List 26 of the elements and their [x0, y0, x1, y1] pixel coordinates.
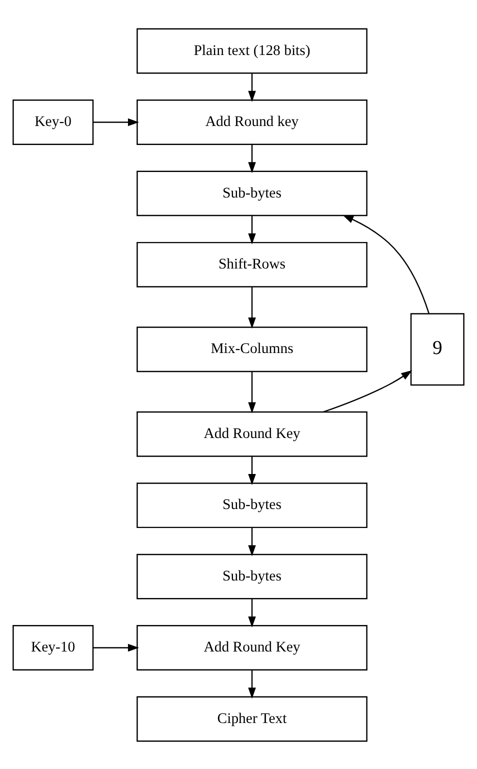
node-box: Plain text (128 bits) — [136, 28, 368, 74]
node-box: Key-10 — [12, 624, 94, 670]
node-box: Mix-Columns — [136, 326, 368, 372]
node-box: Sub-bytes — [136, 170, 368, 216]
arrow — [248, 215, 256, 244]
arrow — [93, 643, 140, 652]
arrow — [323, 370, 412, 412]
arrow — [248, 456, 256, 485]
node-box: Add Round Key — [136, 410, 368, 456]
node-box: Cipher Text — [136, 696, 368, 742]
node-box: Add Round key — [136, 99, 368, 144]
arrow — [248, 670, 256, 698]
node-box: Key-0 — [12, 99, 94, 144]
arrow — [248, 144, 256, 173]
arrow — [248, 527, 256, 556]
node-box: Sub-bytes — [136, 553, 368, 599]
arrow — [93, 118, 140, 126]
arrow — [248, 598, 256, 628]
node-box: Sub-bytes — [136, 482, 368, 528]
arrow — [248, 72, 256, 102]
arrow — [342, 214, 430, 314]
node-box: 9 — [410, 312, 464, 386]
node-box: Add Round Key — [136, 624, 368, 670]
arrow — [248, 286, 256, 328]
arrow — [248, 371, 256, 413]
node-box: Shift-Rows — [136, 241, 368, 287]
